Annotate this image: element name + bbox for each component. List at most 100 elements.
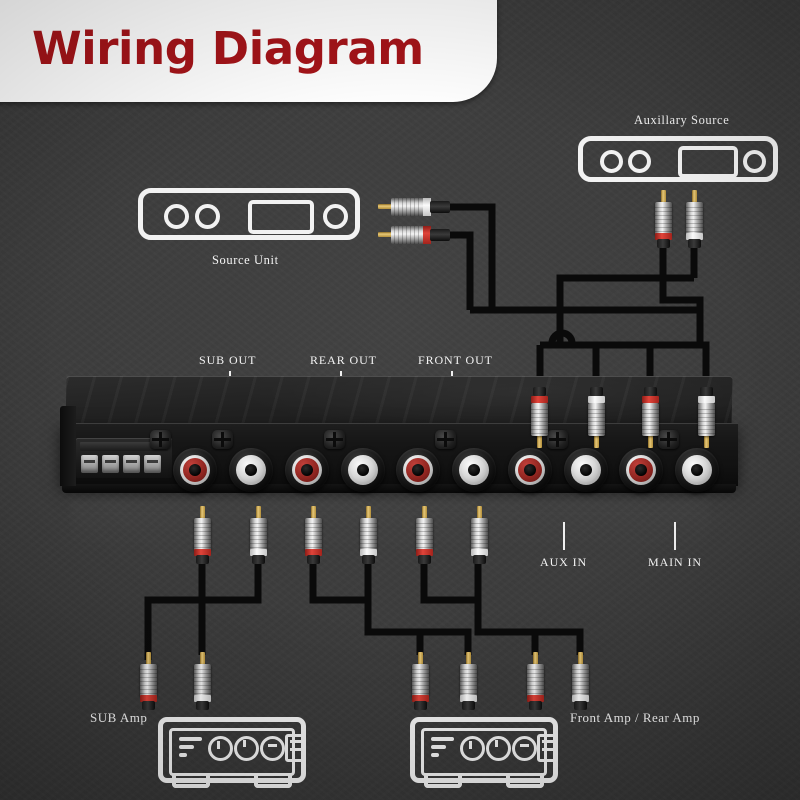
front-rear-amp-label: Front Amp / Rear Amp — [570, 710, 700, 725]
rca-pin-icon — [533, 652, 538, 667]
rca-pin-icon — [692, 190, 697, 205]
rca-plug-front-amp-red[interactable] — [527, 652, 544, 710]
rca-plug-rear-out-white[interactable] — [360, 506, 377, 564]
rca-plug-rear-out-red[interactable] — [305, 506, 322, 564]
rca-pin-icon — [200, 652, 205, 667]
rca-grip — [527, 666, 544, 694]
rca-barrel — [412, 664, 429, 697]
front-rear-amp-foot-left — [424, 773, 462, 788]
jack-rear-out-white[interactable] — [341, 448, 385, 492]
rca-plug-source-right[interactable] — [378, 226, 450, 244]
rca-plug-front-amp-white[interactable] — [572, 652, 589, 710]
rca-grip — [360, 520, 377, 548]
jack-sub-out-red[interactable] — [173, 448, 217, 492]
sub-amp-gain-knob[interactable] — [208, 736, 233, 761]
rca-plug-rear-amp-red[interactable] — [412, 652, 429, 710]
rca-barrel — [140, 664, 157, 697]
jack-sub-out-white[interactable] — [229, 448, 273, 492]
equalizer-unit[interactable] — [60, 376, 738, 498]
terminal-screw-3[interactable] — [123, 455, 140, 473]
rca-cable-tail — [533, 387, 546, 396]
rca-cable-tail — [307, 555, 320, 564]
jack-aux-in-red[interactable] — [508, 448, 552, 492]
rca-band-red — [305, 549, 322, 556]
rca-barrel — [527, 664, 544, 697]
rca-cable-tail — [688, 239, 701, 248]
panel-screw-0 — [150, 430, 171, 449]
rca-plug-aux-in-red[interactable] — [531, 387, 548, 448]
rca-pin-icon — [378, 204, 394, 209]
terminal-screw-1[interactable] — [81, 455, 98, 473]
rca-plug-front-out-red[interactable] — [416, 506, 433, 564]
panel-screw-3 — [435, 430, 456, 449]
panel-screw-4 — [547, 430, 568, 449]
front-rear-amp-button-panel[interactable] — [537, 734, 558, 762]
rca-cable-tail — [473, 555, 486, 564]
rca-pin-icon — [578, 652, 583, 667]
rca-grip — [305, 520, 322, 548]
front-rear-amp-gain-knob[interactable] — [460, 736, 485, 761]
rca-grip — [394, 226, 422, 244]
rca-plug-sub-out-red[interactable] — [194, 506, 211, 564]
terminal-screw-4[interactable] — [144, 455, 161, 473]
sub-amp-foot-right — [254, 773, 292, 788]
rca-pin-icon — [422, 506, 427, 521]
front-rear-amp-foot-right — [506, 773, 544, 788]
rca-plug-source-left[interactable] — [378, 198, 450, 216]
front-rear-amp-crossover-knob[interactable] — [486, 736, 511, 761]
device-front-rear-amp[interactable] — [410, 717, 558, 788]
rca-barrel — [305, 518, 322, 551]
rca-grip — [416, 520, 433, 548]
rca-plug-sub-out-white[interactable] — [250, 506, 267, 564]
rca-pin-icon — [256, 506, 261, 521]
rca-pin-icon — [311, 506, 316, 521]
rca-grip — [572, 666, 589, 694]
rca-band-white — [460, 695, 477, 702]
sub-amp-bass-knob[interactable] — [260, 736, 285, 761]
rca-plug-rear-amp-white[interactable] — [460, 652, 477, 710]
device-auxiliary-source[interactable] — [578, 136, 778, 182]
rca-pin-icon — [661, 190, 666, 205]
label-aux-in: AUX IN — [540, 555, 588, 569]
source-unit-label: Source Unit — [212, 253, 279, 267]
rca-plug-sub-amp-red[interactable] — [140, 652, 157, 710]
rca-barrel — [460, 664, 477, 697]
sub-amp-button-panel[interactable] — [285, 734, 306, 762]
jack-aux-in-white[interactable] — [564, 448, 608, 492]
rca-cable-tail — [590, 387, 603, 396]
rca-grip — [394, 198, 422, 216]
rca-plug-aux-left[interactable] — [655, 190, 672, 248]
rca-band-red — [416, 549, 433, 556]
label-rear-out: REAR OUT — [310, 353, 377, 367]
jack-front-out-white[interactable] — [452, 448, 496, 492]
rca-barrel — [686, 202, 703, 235]
rca-band-red — [527, 695, 544, 702]
rca-plug-aux-right[interactable] — [686, 190, 703, 248]
front-rear-amp-indicator-3 — [431, 753, 439, 757]
sub-amp-indicator-3 — [179, 753, 187, 757]
front-rear-amp-bass-knob[interactable] — [512, 736, 537, 761]
device-source-unit[interactable] — [138, 188, 360, 240]
jack-front-out-red[interactable] — [396, 448, 440, 492]
rca-plug-aux-in-white[interactable] — [588, 387, 605, 448]
jack-rear-out-red[interactable] — [285, 448, 329, 492]
rca-band-white — [572, 695, 589, 702]
jack-main-in-red[interactable] — [619, 448, 663, 492]
rca-grip — [194, 666, 211, 694]
rca-plug-front-out-white[interactable] — [471, 506, 488, 564]
jack-main-in-white[interactable] — [675, 448, 719, 492]
sub-amp-crossover-knob[interactable] — [234, 736, 259, 761]
rca-cable-tail — [142, 701, 155, 710]
rca-plug-sub-amp-white[interactable] — [194, 652, 211, 710]
rca-barrel — [194, 518, 211, 551]
rca-plug-main-in-red[interactable] — [642, 387, 659, 448]
rca-barrel — [250, 518, 267, 551]
leader-aux-in — [563, 522, 565, 550]
rca-plug-main-in-white[interactable] — [698, 387, 715, 448]
rca-band-white — [360, 549, 377, 556]
rca-pin-icon — [466, 652, 471, 667]
device-sub-amp[interactable] — [158, 717, 306, 788]
terminal-screw-2[interactable] — [102, 455, 119, 473]
rca-cable-tail — [657, 239, 670, 248]
